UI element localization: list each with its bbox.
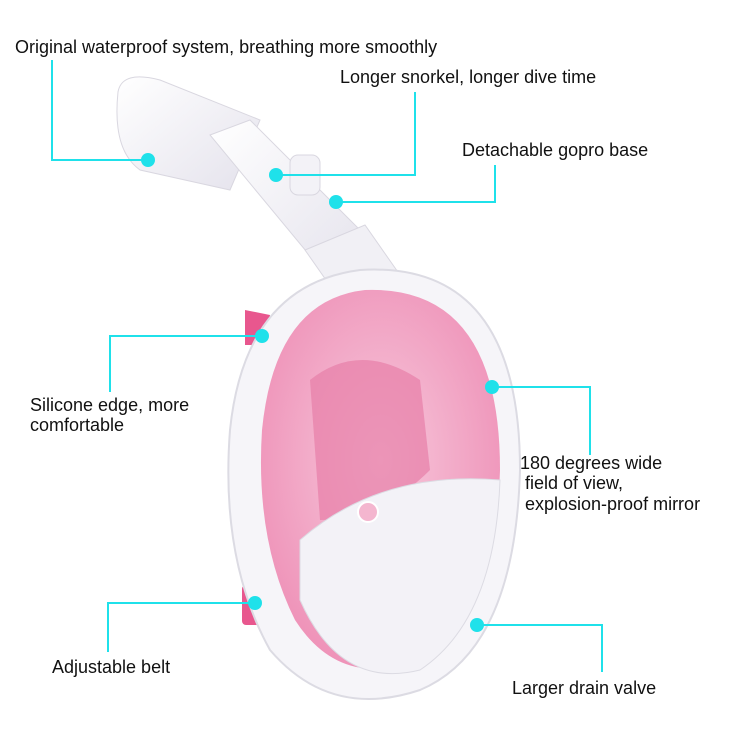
- callout-view-line2: field of view,: [525, 473, 624, 493]
- callout-waterproof: Original waterproof system, breathing mo…: [15, 37, 438, 57]
- snorkel-tube: [116, 76, 401, 301]
- callout-belt: Adjustable belt: [52, 657, 171, 677]
- callout-silicone-line2: comfortable: [30, 415, 125, 435]
- nose-cover: [299, 478, 501, 675]
- callout-drain: Larger drain valve: [512, 678, 657, 698]
- callout-snorkel: Longer snorkel, longer dive time: [340, 67, 597, 87]
- callout-lines: [51, 60, 603, 672]
- callout-silicone-line1: Silicone edge, more: [30, 395, 190, 415]
- callout-gopro: Detachable gopro base: [462, 140, 649, 160]
- valve-icon: [357, 501, 379, 523]
- callout-dots: [141, 153, 499, 632]
- callout-view-line1: 180 degrees wide: [520, 453, 663, 473]
- callout-view-line3: explosion-proof mirror: [525, 494, 701, 514]
